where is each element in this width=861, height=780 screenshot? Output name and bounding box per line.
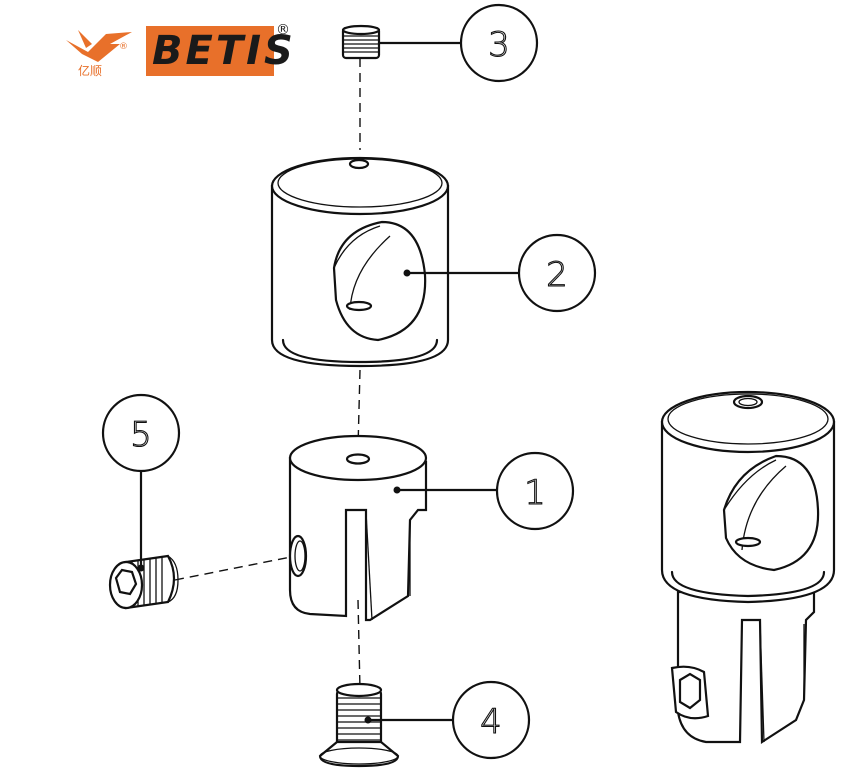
brand-box [146,26,274,76]
bird-logo-icon [66,30,132,62]
callout-4: 4 [451,680,531,760]
part-5-side-screw [108,554,179,610]
part-1-lower-clamp [288,434,428,622]
part-4-countersunk-screw [318,682,400,768]
callout-2: 2 [517,233,597,313]
callout-5: 5 [101,393,181,473]
brand-logo: ® 亿顺 BETIS ® [62,22,302,84]
callout-1-label: 1 [524,473,546,513]
registered-mark-small: ® [119,42,128,52]
callout-3-label: 3 [488,25,510,65]
registered-mark: ® [276,22,290,38]
callout-4-label: 4 [480,702,502,742]
axis-bottom [357,599,361,691]
assembled-view [660,390,836,745]
axis-side-screw [174,555,297,581]
callout-5-label: 5 [130,415,152,455]
part-3-set-screw [341,24,381,60]
brand-name: BETIS [152,28,296,74]
callout-1: 1 [495,451,575,531]
callout-2-label: 2 [546,255,568,295]
brand-chinese-name: 亿顺 [78,64,103,78]
callout-3: 3 [459,3,539,83]
part-2-upper-body [270,156,450,368]
